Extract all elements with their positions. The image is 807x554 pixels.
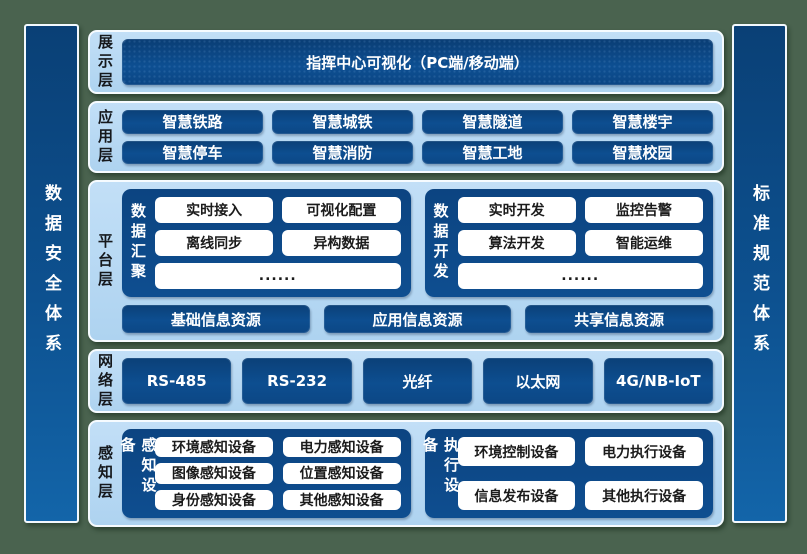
execution-item: 电力执行设备 [585, 437, 703, 466]
sensing-item: 身份感知设备 [155, 489, 273, 510]
app-item: 智慧楼宇 [572, 110, 713, 134]
group-data-development: 数据开发 实时开发 监控告警 算法开发 智能运维 ...... [424, 189, 713, 297]
pillar-data-security-label: 数据安全体系 [41, 183, 61, 364]
layer-perception-content: 感知设备 环境感知设备 电力感知设备 图像感知设备 位置感知设备 身份感知设备 … [118, 422, 722, 525]
group-execution-devices: 执行设备 环境控制设备 电力执行设备 信息发布设备 其他执行设备 [421, 429, 713, 518]
layer-network-content: RS-485 RS-232 光纤 以太网 4G/NB-IoT [121, 351, 722, 411]
platform-resources: 基础信息资源 应用信息资源 共享信息资源 [122, 305, 714, 333]
network-grid: RS-485 RS-232 光纤 以太网 4G/NB-IoT [122, 358, 714, 404]
platform-item: 算法开发 [457, 230, 576, 256]
sensing-item: 环境感知设备 [155, 437, 273, 458]
platform-item: 智能运维 [584, 230, 703, 256]
layer-network-label: 网络层 [96, 352, 114, 410]
platform-item: 实时开发 [457, 197, 576, 223]
resource-item: 应用信息资源 [323, 305, 512, 333]
command-center-box: 指挥中心可视化（PC端/移动端） [122, 39, 713, 85]
app-item: 智慧隧道 [422, 110, 563, 134]
execution-item: 信息发布设备 [457, 481, 576, 510]
sensing-item: 位置感知设备 [282, 463, 401, 484]
sensing-item: 电力感知设备 [282, 437, 401, 458]
layer-perception-label: 感知层 [96, 445, 114, 502]
layer-platform-content: 数据汇聚 实时接入 可视化配置 离线同步 异构数据 ...... 数据开发 实时… [121, 182, 722, 340]
platform-item: 异构数据 [282, 230, 401, 256]
app-item: 智慧工地 [422, 140, 563, 164]
layer-display: 展示层 指挥中心可视化（PC端/移动端） [88, 30, 724, 94]
perception-groups: 感知设备 环境感知设备 电力感知设备 图像感知设备 位置感知设备 身份感知设备 … [118, 429, 713, 518]
group-data-aggregation-label: 数据汇聚 [129, 203, 147, 283]
platform-item: 实时接入 [155, 197, 274, 223]
platform-item: 离线同步 [155, 230, 274, 256]
app-item: 智慧城铁 [272, 110, 413, 134]
layer-perception: 感知层 感知设备 环境感知设备 电力感知设备 图像感知设备 位置感知设备 身份感… [88, 420, 724, 527]
application-grid: 智慧铁路 智慧城铁 智慧隧道 智慧楼宇 智慧停车 智慧消防 智慧工地 智慧校园 [122, 110, 713, 164]
network-item: RS-485 [122, 358, 232, 404]
group-data-development-grid: 实时开发 监控告警 算法开发 智能运维 ...... [457, 197, 703, 289]
group-execution-devices-label: 执行设备 [421, 437, 460, 497]
layer-application: 应用层 智慧铁路 智慧城铁 智慧隧道 智慧楼宇 智慧停车 智慧消防 智慧工地 智… [88, 101, 724, 173]
sensing-item: 图像感知设备 [155, 463, 273, 484]
layer-application-content: 智慧铁路 智慧城铁 智慧隧道 智慧楼宇 智慧停车 智慧消防 智慧工地 智慧校园 [121, 103, 722, 171]
app-item: 智慧铁路 [122, 110, 263, 134]
group-sensing-devices-grid: 环境感知设备 电力感知设备 图像感知设备 位置感知设备 身份感知设备 其他感知设… [155, 437, 401, 510]
platform-item-more: ...... [155, 263, 401, 289]
group-data-aggregation: 数据汇聚 实时接入 可视化配置 离线同步 异构数据 ...... [122, 189, 411, 297]
platform-item-more: ...... [457, 263, 703, 289]
layer-display-content: 指挥中心可视化（PC端/移动端） [121, 32, 722, 92]
layer-platform-label: 平台层 [96, 232, 114, 290]
app-item: 智慧停车 [122, 140, 263, 164]
group-sensing-devices-label: 感知设备 [118, 437, 158, 497]
group-data-aggregation-grid: 实时接入 可视化配置 离线同步 异构数据 ...... [155, 197, 401, 289]
layer-display-label: 展示层 [96, 33, 114, 91]
execution-item: 其他执行设备 [585, 481, 703, 510]
resource-item: 共享信息资源 [525, 305, 714, 333]
group-sensing-devices: 感知设备 环境感知设备 电力感知设备 图像感知设备 位置感知设备 身份感知设备 … [118, 429, 411, 518]
network-item: 光纤 [362, 358, 473, 404]
pillar-standards-label: 标准规范体系 [749, 183, 769, 364]
platform-groups: 数据汇聚 实时接入 可视化配置 离线同步 异构数据 ...... 数据开发 实时… [122, 189, 713, 297]
layer-platform: 平台层 数据汇聚 实时接入 可视化配置 离线同步 异构数据 ...... [88, 180, 724, 342]
network-item: RS-232 [242, 358, 352, 404]
layer-network: 网络层 RS-485 RS-232 光纤 以太网 4G/NB-IoT [88, 349, 724, 413]
platform-item: 可视化配置 [282, 197, 401, 223]
platform-item: 监控告警 [584, 197, 703, 223]
execution-item: 环境控制设备 [457, 437, 576, 466]
layer-stack: 展示层 指挥中心可视化（PC端/移动端） 应用层 智慧铁路 智慧城铁 智慧隧道 … [88, 30, 724, 527]
layer-application-label: 应用层 [96, 108, 114, 166]
group-data-development-label: 数据开发 [431, 203, 450, 283]
group-execution-devices-grid: 环境控制设备 电力执行设备 信息发布设备 其他执行设备 [457, 437, 703, 510]
app-item: 智慧校园 [572, 140, 713, 164]
resource-item: 基础信息资源 [122, 305, 310, 333]
app-item: 智慧消防 [272, 140, 413, 164]
pillar-standards: 标准规范体系 [732, 24, 787, 523]
sensing-item: 其他感知设备 [282, 489, 401, 510]
network-item: 以太网 [483, 358, 593, 404]
pillar-data-security: 数据安全体系 [24, 24, 79, 523]
network-item: 4G/NB-IoT [603, 358, 714, 404]
